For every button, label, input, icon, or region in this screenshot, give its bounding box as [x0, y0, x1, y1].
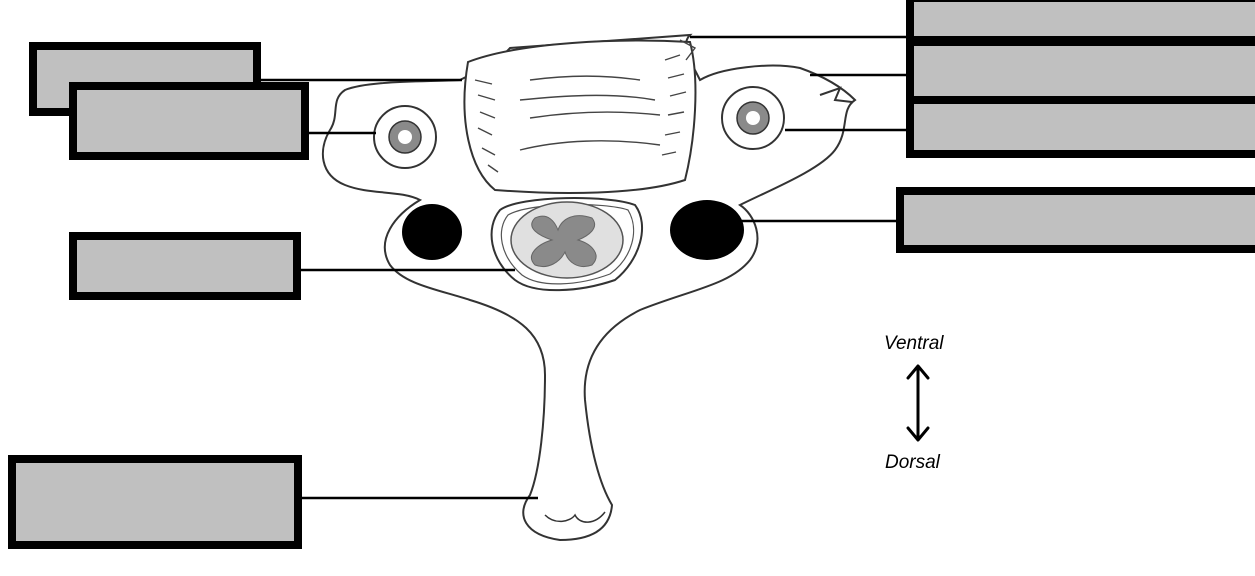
vertebral-body: [464, 41, 695, 193]
left-dark-structure: [402, 204, 462, 260]
orientation-arrow: [908, 366, 928, 440]
label-box-right-4[interactable]: [896, 187, 1255, 253]
right-foramen-center: [746, 111, 760, 125]
dorsal-label: Dorsal: [885, 452, 940, 474]
left-foramen-center: [398, 130, 412, 144]
label-box-left-3[interactable]: [69, 232, 301, 300]
label-box-top-left-2[interactable]: [69, 82, 309, 160]
label-box-right-2[interactable]: [906, 38, 1255, 104]
ventral-label: Ventral: [884, 333, 944, 355]
right-dark-structure: [670, 200, 744, 260]
label-box-right-3[interactable]: [906, 96, 1255, 158]
label-box-bottom-left[interactable]: [8, 455, 302, 549]
